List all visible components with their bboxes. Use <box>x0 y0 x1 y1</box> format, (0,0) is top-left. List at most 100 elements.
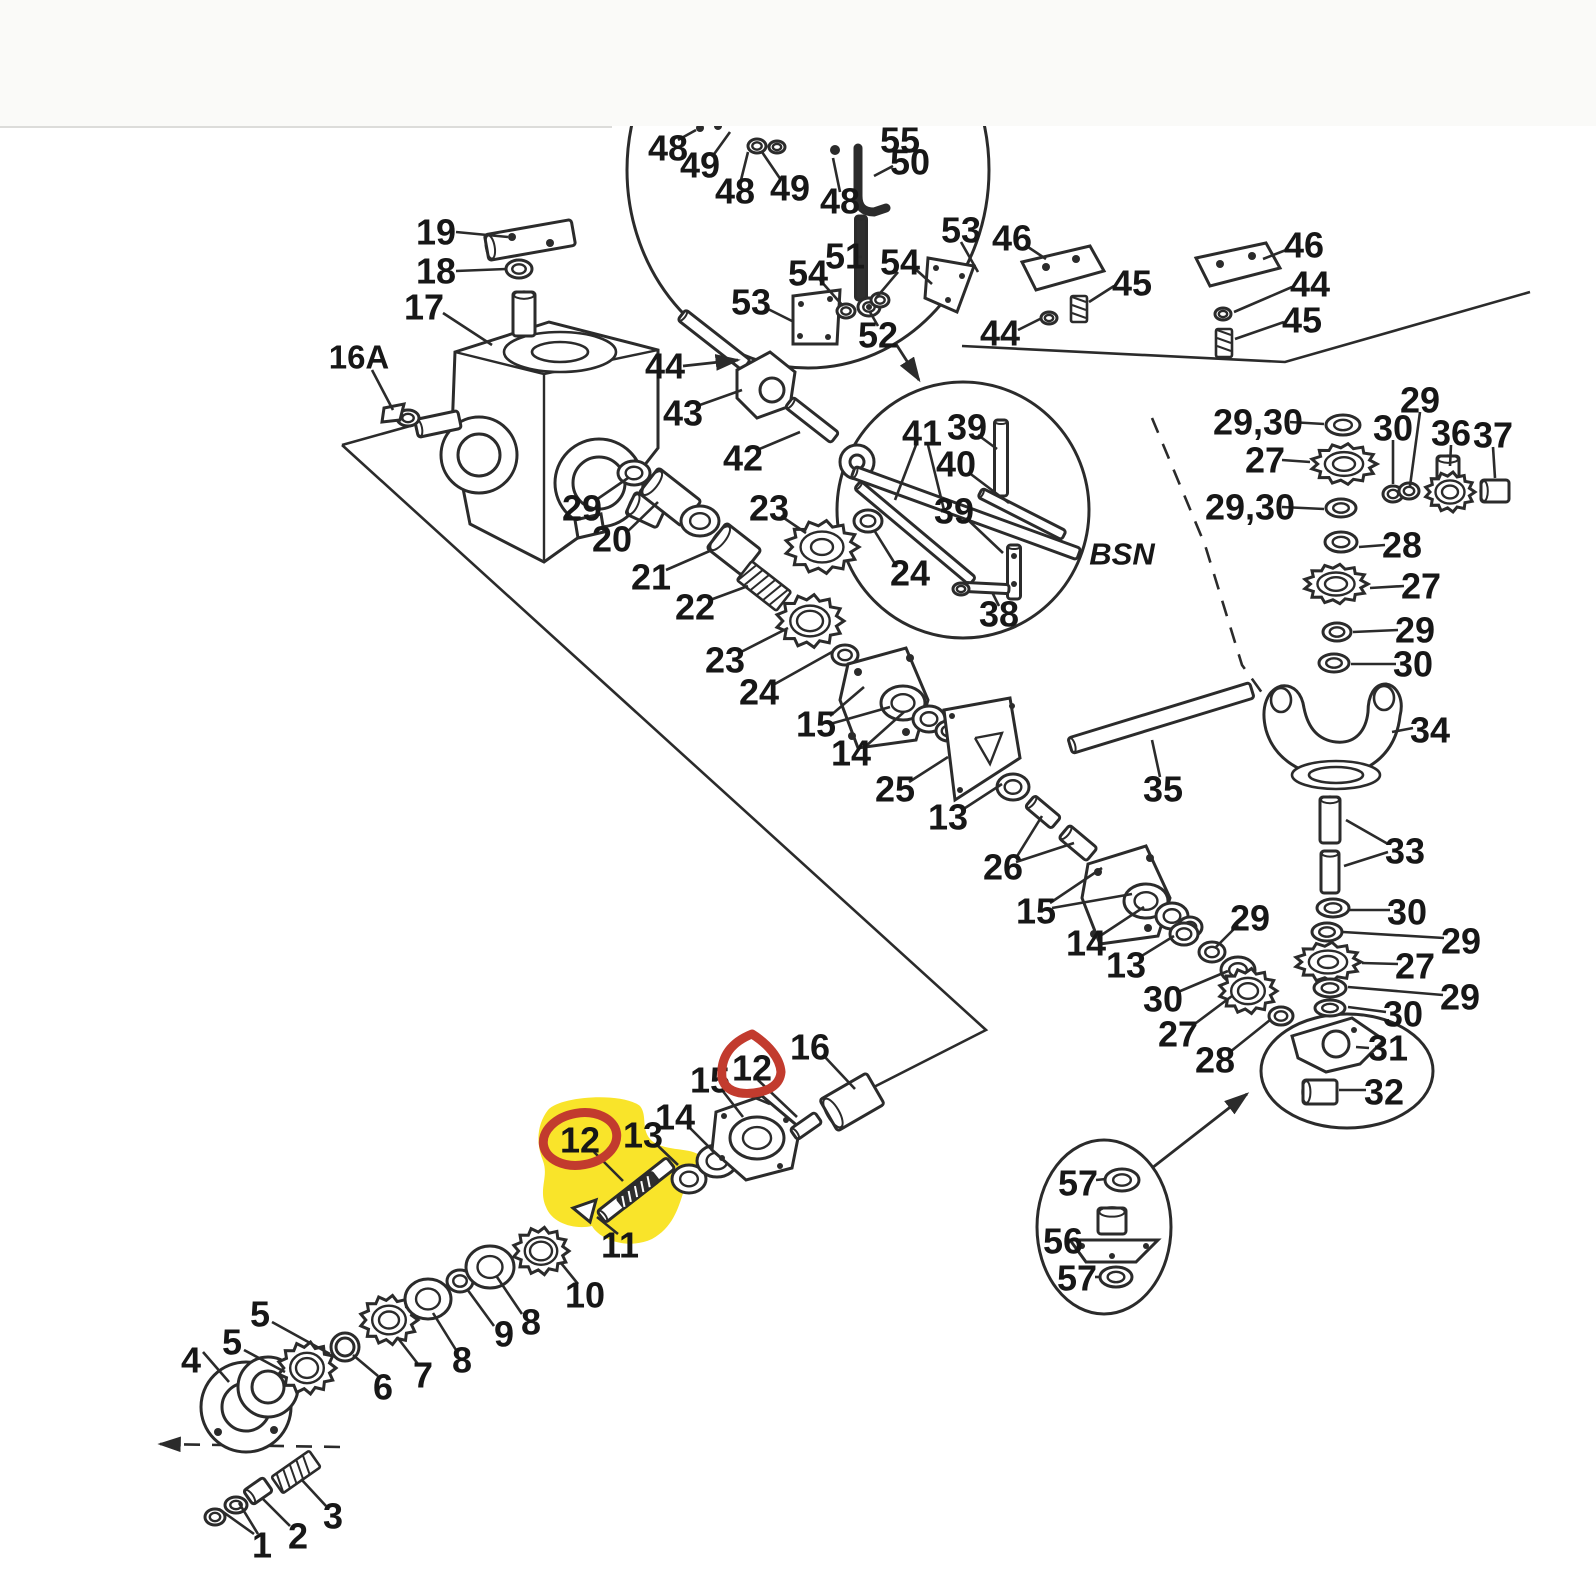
part-label-3: 3 <box>323 1496 343 1537</box>
part-label-8: 8 <box>521 1302 541 1343</box>
part-washer <box>1313 998 1347 1018</box>
part-plate <box>380 402 407 424</box>
part-label-48: 48 <box>648 128 688 169</box>
part-hole <box>1351 1027 1357 1033</box>
part-washer <box>1317 652 1351 674</box>
part-label-41: 41 <box>902 413 942 454</box>
part-washer <box>728 1115 786 1161</box>
part-washer <box>951 581 971 597</box>
part-gear <box>1309 441 1381 487</box>
part-label-22: 22 <box>675 587 715 628</box>
part-hole <box>783 1117 789 1123</box>
part-label-29: 29 <box>1230 898 1270 939</box>
part-hole <box>1072 255 1080 263</box>
part-label-12: 12 <box>732 1048 772 1089</box>
part-hole <box>959 273 965 279</box>
part-hole <box>854 668 862 676</box>
part-hole <box>830 145 840 155</box>
part-hole <box>546 239 554 247</box>
part-hole <box>1011 581 1017 587</box>
part-plate <box>573 512 606 540</box>
part-label-23: 23 <box>749 488 789 529</box>
part-hole <box>1216 260 1224 268</box>
part-plate <box>569 1197 599 1225</box>
part-hole <box>721 1113 727 1119</box>
part-washer <box>203 1507 227 1527</box>
part-label-49: 49 <box>770 168 810 209</box>
part-label-9: 9 <box>494 1314 514 1355</box>
part-hole <box>798 301 804 307</box>
part-washer <box>1312 977 1348 999</box>
part-label-12: 12 <box>560 1120 600 1161</box>
part-label-14: 14 <box>655 1097 695 1138</box>
part-cylinder <box>1096 1206 1128 1236</box>
part-hole <box>866 304 872 310</box>
part-cylinder <box>789 1111 823 1141</box>
part-washer <box>1103 1167 1141 1193</box>
part-label-18: 18 <box>416 251 456 292</box>
part-hole <box>1144 924 1152 932</box>
part-cylinder <box>1058 824 1098 862</box>
part-cylinder <box>1024 795 1062 829</box>
part-hole <box>1146 854 1154 862</box>
part-label-57: 57 <box>1057 1258 1097 1299</box>
part-gear <box>511 1225 572 1277</box>
part-label-27: 27 <box>1401 566 1441 607</box>
part-hole <box>1090 930 1098 938</box>
part-label-39: 39 <box>934 491 974 532</box>
part-label-35: 35 <box>1143 769 1183 810</box>
part-hole <box>214 1428 222 1436</box>
page-scan-edge <box>0 0 1596 128</box>
part-label-4: 4 <box>181 1340 201 1381</box>
part-hole <box>719 1155 725 1161</box>
part-label-45: 45 <box>1282 300 1322 341</box>
part-washer <box>1197 940 1227 964</box>
part-washer <box>1213 306 1233 322</box>
part-label-28: 28 <box>1382 525 1422 566</box>
part-label-13: 13 <box>928 797 968 838</box>
part-label-11: 11 <box>601 1225 639 1266</box>
part-spring <box>616 1171 660 1209</box>
part-washer <box>1324 497 1358 519</box>
part-hole <box>270 1426 278 1434</box>
part-gear <box>358 1293 421 1347</box>
red-circle-annotation <box>717 1029 786 1098</box>
part-plate <box>791 288 842 346</box>
part-washer <box>1039 310 1059 326</box>
part-washer <box>464 1244 516 1290</box>
part-cylinder <box>1301 1078 1339 1106</box>
part-label-29_30: 29,30 <box>1213 402 1303 443</box>
part-washer <box>1324 413 1362 437</box>
part-label-6: 6 <box>373 1367 393 1408</box>
part-washer <box>1310 921 1344 943</box>
red-circle-annotation <box>538 1108 622 1170</box>
part-label-29_30: 29,30 <box>1205 487 1295 528</box>
part-label-14: 14 <box>1066 923 1106 964</box>
part-washer <box>852 508 884 534</box>
part-drawings <box>199 122 1511 1527</box>
part-washer <box>1321 621 1353 643</box>
part-shape <box>853 143 891 217</box>
part-label-26: 26 <box>983 847 1023 888</box>
part-hole <box>945 297 951 303</box>
part-cylinder <box>413 409 463 439</box>
part-label-29: 29 <box>1440 977 1480 1018</box>
part-hole <box>797 333 803 339</box>
part-washer <box>869 291 891 309</box>
part-hole <box>827 296 833 302</box>
part-label-30: 30 <box>1373 408 1413 449</box>
part-label-48: 48 <box>820 181 860 222</box>
part-label-53: 53 <box>941 210 981 251</box>
part-label-30: 30 <box>1393 644 1433 685</box>
part-label-13: 13 <box>1106 945 1146 986</box>
part-label-5: 5 <box>250 1294 270 1335</box>
part-label-21: 21 <box>631 557 671 598</box>
part-hole <box>1248 252 1256 260</box>
part-hole <box>1009 703 1015 709</box>
part-hole <box>902 728 910 736</box>
part-label-15: 15 <box>796 704 836 745</box>
part-ring <box>1269 686 1293 714</box>
